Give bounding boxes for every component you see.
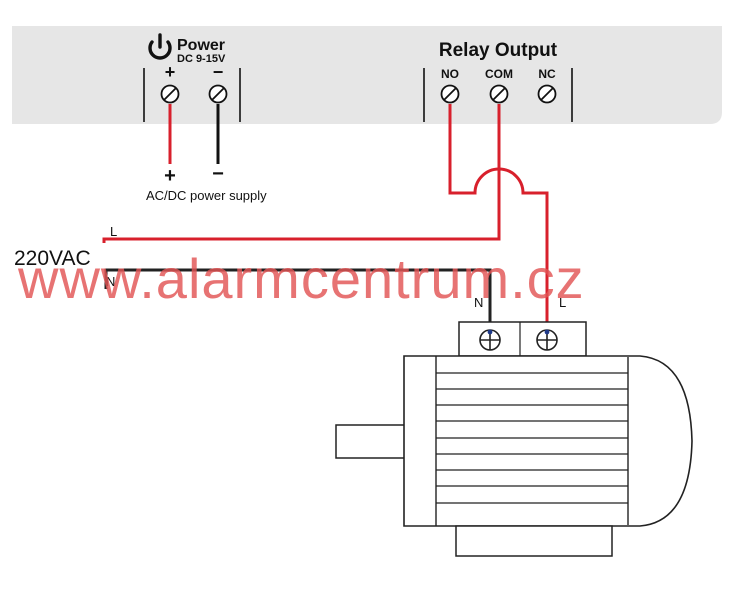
plus-terminal-label: +: [165, 62, 176, 82]
no-wire-to-motor: [448, 104, 549, 332]
supply-label: AC/DC power supply: [146, 188, 267, 203]
motor: N L: [335, 295, 693, 557]
supply-plus-label: +: [164, 165, 176, 187]
motor-terminal-screw-icon: [479, 329, 501, 351]
live-wire-to-com: [102, 104, 501, 243]
motor-base: [455, 525, 613, 557]
motor-body: [403, 355, 693, 527]
motor-terminal-screw-icon: [536, 329, 558, 351]
mains-wiring: 220VAC L N: [14, 104, 549, 332]
motor-neutral-label: N: [474, 295, 483, 310]
relay-title: Relay Output: [439, 40, 558, 61]
mains-neutral-label: N: [106, 274, 115, 289]
mains-line-label: L: [110, 224, 117, 239]
screw-terminal-icon: [208, 84, 228, 104]
relay-section: Relay Output NO COM NC: [423, 40, 573, 122]
terminal-label-com: COM: [485, 67, 513, 81]
motor-terminal-box: [458, 321, 587, 357]
screw-terminal-icon: [440, 84, 460, 104]
screw-terminal-icon: [160, 84, 180, 104]
minus-terminal-label: −: [213, 62, 224, 82]
supply-minus-label: −: [212, 163, 224, 185]
power-supply-wires: + − AC/DC power supply: [146, 104, 267, 203]
motor-line-label: L: [559, 295, 566, 310]
terminal-label-nc: NC: [538, 67, 556, 81]
screw-terminal-icon: [537, 84, 557, 104]
relay-module-panel: [12, 26, 722, 124]
power-icon: [148, 33, 172, 60]
neutral-wire-to-motor: [104, 268, 492, 332]
power-title: Power: [177, 37, 225, 54]
power-section: Power DC 9-15V + −: [143, 33, 241, 122]
screw-terminal-icon: [489, 84, 509, 104]
mains-label: 220VAC: [14, 247, 91, 270]
motor-shaft: [335, 424, 407, 459]
power-voltage: DC 9-15V: [177, 53, 226, 65]
terminal-label-no: NO: [441, 67, 459, 81]
